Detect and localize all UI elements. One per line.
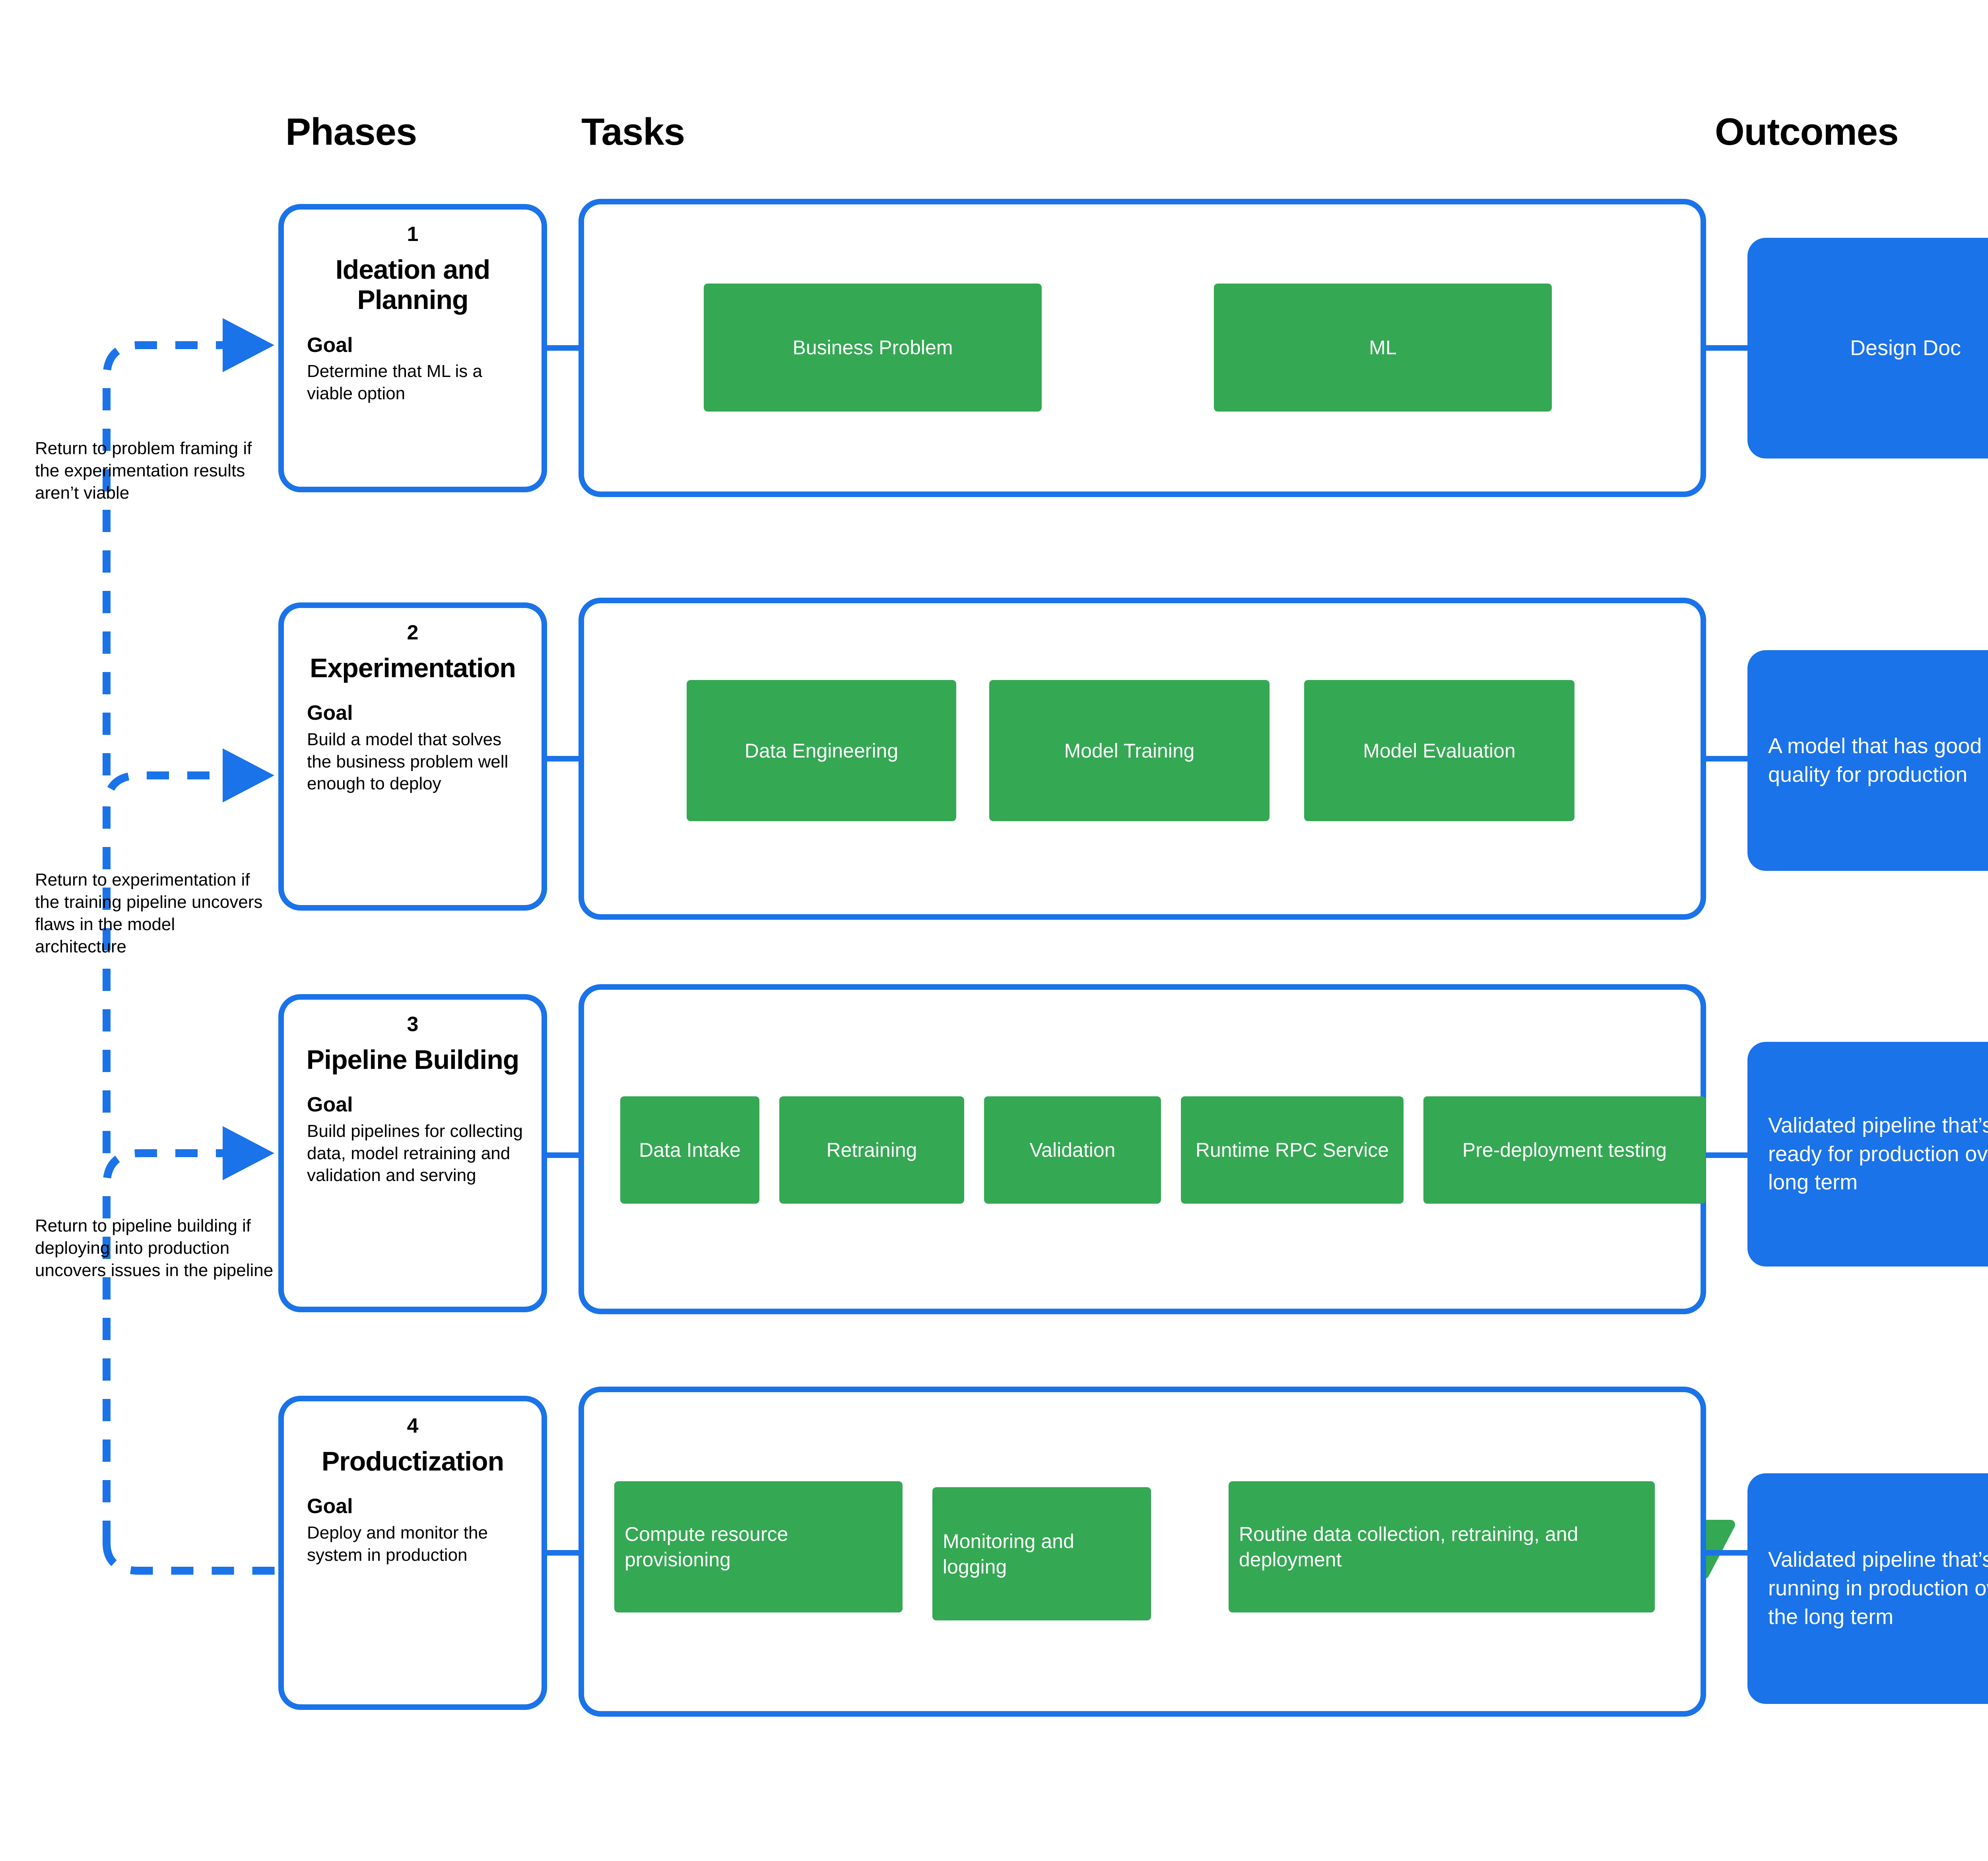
outcome-box[interactable]: Design Doc [1747, 238, 1988, 458]
phase-number: 1 [407, 223, 419, 246]
phase-card-4[interactable]: 4 Productization Goal Deploy and monitor… [278, 1396, 547, 1710]
phase-number: 3 [407, 1013, 419, 1036]
outcome-box[interactable]: A model that has good quality for produc… [1747, 650, 1988, 871]
task-box[interactable]: Routine data collection, retraining, and… [1229, 1481, 1655, 1612]
task-connectors [759, 344, 1423, 1556]
phase-goal-section: Goal Build pipelines for collecting data… [297, 1093, 528, 1186]
goal-text: Determine that ML is a viable option [307, 361, 482, 403]
task-box[interactable]: Model Training [989, 680, 1270, 821]
task-box[interactable]: Model Evaluation [1304, 680, 1574, 821]
task-box[interactable]: Runtime RPC Service [1181, 1096, 1404, 1204]
column-header-tasks: Tasks [581, 111, 685, 153]
task-box[interactable]: Retraining [779, 1096, 964, 1204]
goal-label: Goal [307, 333, 353, 357]
phase-goal-section: Goal Build a model that solves the busin… [297, 701, 528, 795]
task-box[interactable]: Validation [984, 1096, 1161, 1204]
feedback-annotation-3: Return to pipeline building if deploying… [35, 1216, 274, 1280]
phase-card-1[interactable]: 1 Ideation and Planning Goal Determine t… [278, 204, 547, 492]
phase-number: 4 [407, 1414, 419, 1438]
phase-card-2[interactable]: 2 Experimentation Goal Build a model tha… [278, 602, 547, 911]
column-header-phases: Phases [285, 111, 417, 153]
goal-text: Build pipelines for collecting data, mod… [307, 1121, 523, 1185]
outcome-box[interactable]: Validated pipeline that’s running in pro… [1747, 1473, 1988, 1704]
task-box[interactable]: Compute resource provisioning [614, 1481, 903, 1612]
feedback-source-line-left [103, 1542, 278, 1575]
row-connectors [547, 345, 1747, 1556]
feedback-arrow-3 [103, 1126, 274, 1543]
phase-goal-section: Goal Determine that ML is a viable optio… [297, 334, 528, 405]
task-box[interactable]: Data Intake [620, 1096, 759, 1204]
feedback-arrow-1 [103, 318, 274, 775]
phase-title: Ideation and Planning [335, 254, 490, 315]
goal-label: Goal [307, 1495, 353, 1518]
goal-text: Build a model that solves the business p… [307, 730, 509, 794]
outcome-box[interactable]: Validated pipeline that’s ready for prod… [1747, 1042, 1988, 1267]
phase-title: Pipeline Building [306, 1045, 520, 1075]
phase-goal-section: Goal Deploy and monitor the system in pr… [297, 1495, 528, 1566]
task-box[interactable]: Business Problem [704, 284, 1042, 412]
phase-title: Experimentation [310, 653, 516, 684]
phase-card-3[interactable]: 3 Pipeline Building Goal Build pipelines… [278, 994, 547, 1312]
feedback-annotation-2: Return to experimentation if the trainin… [35, 870, 263, 956]
goal-label: Goal [307, 1093, 353, 1117]
feedback-annotation-1: Return to problem framing if the experim… [35, 439, 252, 503]
task-box[interactable]: Data Engineering [687, 680, 956, 821]
phase-number: 2 [407, 621, 419, 644]
task-box[interactable]: ML [1214, 284, 1552, 412]
column-header-outcomes: Outcomes [1715, 111, 1899, 153]
goal-text: Deploy and monitor the system in product… [307, 1523, 488, 1565]
phase-title: Productization [321, 1446, 504, 1477]
task-box[interactable]: Monitoring and logging [932, 1487, 1151, 1620]
goal-label: Goal [307, 701, 353, 725]
task-box[interactable]: Pre-deployment testing [1423, 1096, 1706, 1204]
